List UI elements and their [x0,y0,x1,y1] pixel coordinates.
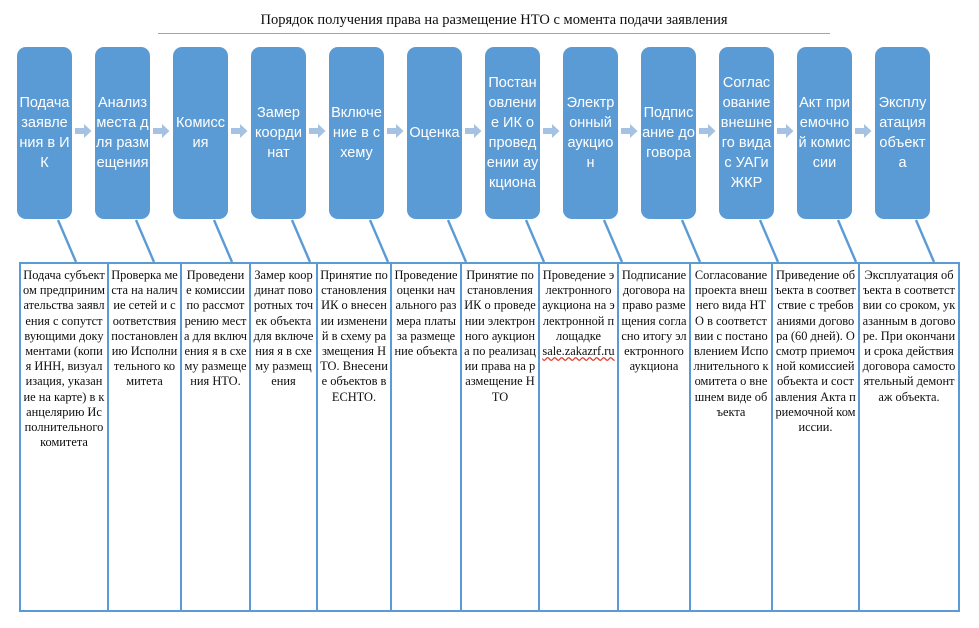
detail-cell-text: Подписание договора на право размещения … [621,268,687,374]
detail-cell-3: Проведение комиссии по рассмотрению мест… [182,264,251,610]
right-arrow-icon [153,123,170,139]
right-arrow-icon [699,123,716,139]
flow-step-label: Акт приемочной комиссии [798,95,851,171]
auction-platform-link[interactable]: sale.zakazrf.ru [542,344,615,359]
detail-cell-text: Подача субъектом предпринимательства зая… [23,268,105,450]
flow-step-label: Подписание договора [642,105,695,161]
flow-step-label: Комиссия [175,115,226,151]
flow-step-8[interactable]: Электронный аукцион [563,47,618,219]
detail-cell-text: Проведение комиссии по рассмотрению мест… [184,268,247,389]
detail-cell-6: Проведение оценки начального размера пла… [392,264,462,610]
flow-step-11[interactable]: Акт приемочной комиссии [797,47,852,219]
flow-step-4[interactable]: Замер координат [251,47,306,219]
detail-cell-text: Проведение электронного аукциона на элек… [542,268,615,343]
detail-cell-text: Проведение оценки начального размера пла… [394,268,458,359]
detail-cell-4: Замер координат поворотных точек объекта… [251,264,318,610]
flow-step-1[interactable]: Подача заявления в ИК [17,47,72,219]
flow-step-label: Замер координат [255,105,302,161]
detail-cell-text: Эксплуатация объекта в соответствии со с… [862,268,956,404]
details-table: Подача субъектом предпринимательства зая… [19,262,960,612]
detail-cell-2: Проверка места на наличие сетей и соотве… [109,264,182,610]
flow-step-7[interactable]: Постановление ИК о проведении аукциона [485,47,540,219]
title-divider [158,33,830,34]
flow-step-2[interactable]: Анализ места для размещения [95,47,150,219]
detail-cell-1: Подача субъектом предпринимательства зая… [21,264,109,610]
detail-cell-10: Согласование проекта внешнего вида НТО в… [691,264,773,610]
detail-cell-text: Замер координат поворотных точек объекта… [253,268,314,389]
process-flow-row: Подача заявления в ИК Анализ места для ра… [0,47,979,219]
flow-step-label: Согласование внешнего вида с УАГиЖКР [720,75,773,191]
flow-step-label: Постановление ИК о проведении аукциона [486,75,539,191]
detail-cell-12: Эксплуатация объекта в соответствии со с… [860,264,958,610]
right-arrow-icon [621,123,638,139]
flow-step-label: Включение в схему [331,105,382,161]
right-arrow-icon [777,123,794,139]
detail-cell-7: Принятие постановления ИК о проведении э… [462,264,540,610]
detail-cell-8: Проведение электронного аукциона на элек… [540,264,619,610]
flow-step-12[interactable]: Эксплуатация объекта [875,47,930,219]
right-arrow-icon [387,123,404,139]
flow-step-6[interactable]: Оценка [407,47,462,219]
flow-step-label: Анализ места для размещения [96,95,149,171]
flow-step-3[interactable]: Комиссия [173,47,228,219]
detail-cell-text: Согласование проекта внешнего вида НТО в… [693,268,769,419]
page-title: Порядок получения права на размещение НТ… [260,12,728,28]
right-arrow-icon [75,123,92,139]
right-arrow-icon [309,123,326,139]
detail-cell-text: Приведение объекта в соответствие с треб… [775,268,856,435]
detail-cell-text: Проверка места на наличие сетей и соотве… [111,268,178,389]
flow-step-label: Оценка [409,125,460,141]
title-block: Порядок получения права на размещение НТ… [158,11,830,34]
right-arrow-icon [855,123,872,139]
flow-step-9[interactable]: Подписание договора [641,47,696,219]
flow-step-5[interactable]: Включение в схему [329,47,384,219]
detail-cell-11: Приведение объекта в соответствие с треб… [773,264,860,610]
right-arrow-icon [231,123,248,139]
flow-step-10[interactable]: Согласование внешнего вида с УАГиЖКР [719,47,774,219]
right-arrow-icon [465,123,482,139]
detail-cell-5: Принятие постановления ИК о внесении изм… [318,264,392,610]
flow-step-label: Электронный аукцион [566,95,615,171]
right-arrow-icon [543,123,560,139]
detail-cell-text: Принятие постановления ИК о внесении изм… [320,268,388,404]
detail-cell-9: Подписание договора на право размещения … [619,264,691,610]
flow-step-label: Подача заявления в ИК [19,95,70,171]
flow-step-label: Эксплуатация объекта [878,95,927,171]
detail-cell-text: Принятие постановления ИК о проведении э… [464,268,536,404]
